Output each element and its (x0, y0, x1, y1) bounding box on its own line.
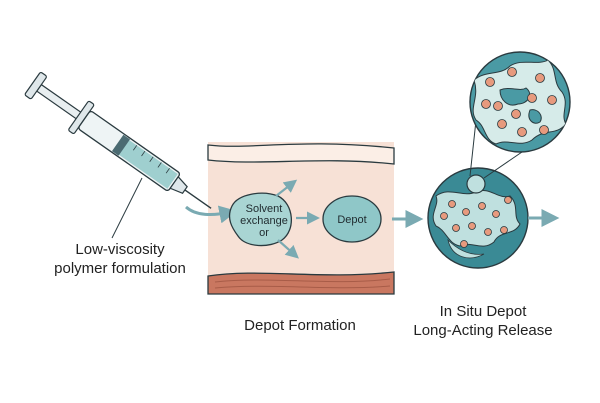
solvent-label-line1: Solvent (246, 203, 283, 215)
release-label-line1: In Situ Depot (439, 303, 527, 320)
in-situ-depot (427, 167, 529, 269)
depot-shape (322, 195, 382, 243)
depot-label: Depot (337, 214, 366, 226)
focus-circle (466, 174, 486, 194)
injection-label: Low-viscosity polymer formulation (40, 240, 200, 278)
diffusion-arrow-icon (277, 239, 299, 259)
diffusion-arrow-icon (275, 179, 298, 197)
depot-formation-label: Depot Formation (244, 317, 356, 334)
muscle-layer (207, 271, 395, 295)
release-label-line2: Long-Acting Release (413, 322, 553, 339)
skin-layer (207, 143, 395, 165)
syringe-icon (24, 72, 212, 209)
release-label: In Situ Depot Long-Acting Release (398, 302, 568, 340)
injection-label-line1: Low-viscosity (75, 241, 165, 258)
drug-particles (440, 196, 512, 248)
injection-label-line2: polymer formulation (54, 260, 186, 277)
solvent-label-line3: or (259, 227, 269, 239)
injection-arrow-icon (184, 205, 238, 224)
solvent-label-line2: exchange (240, 215, 288, 227)
magnified-matrix-icon (469, 51, 571, 153)
syringe-leader-line (111, 177, 143, 239)
solvent-exchange-blob (228, 192, 292, 247)
zoom-line (483, 151, 523, 179)
